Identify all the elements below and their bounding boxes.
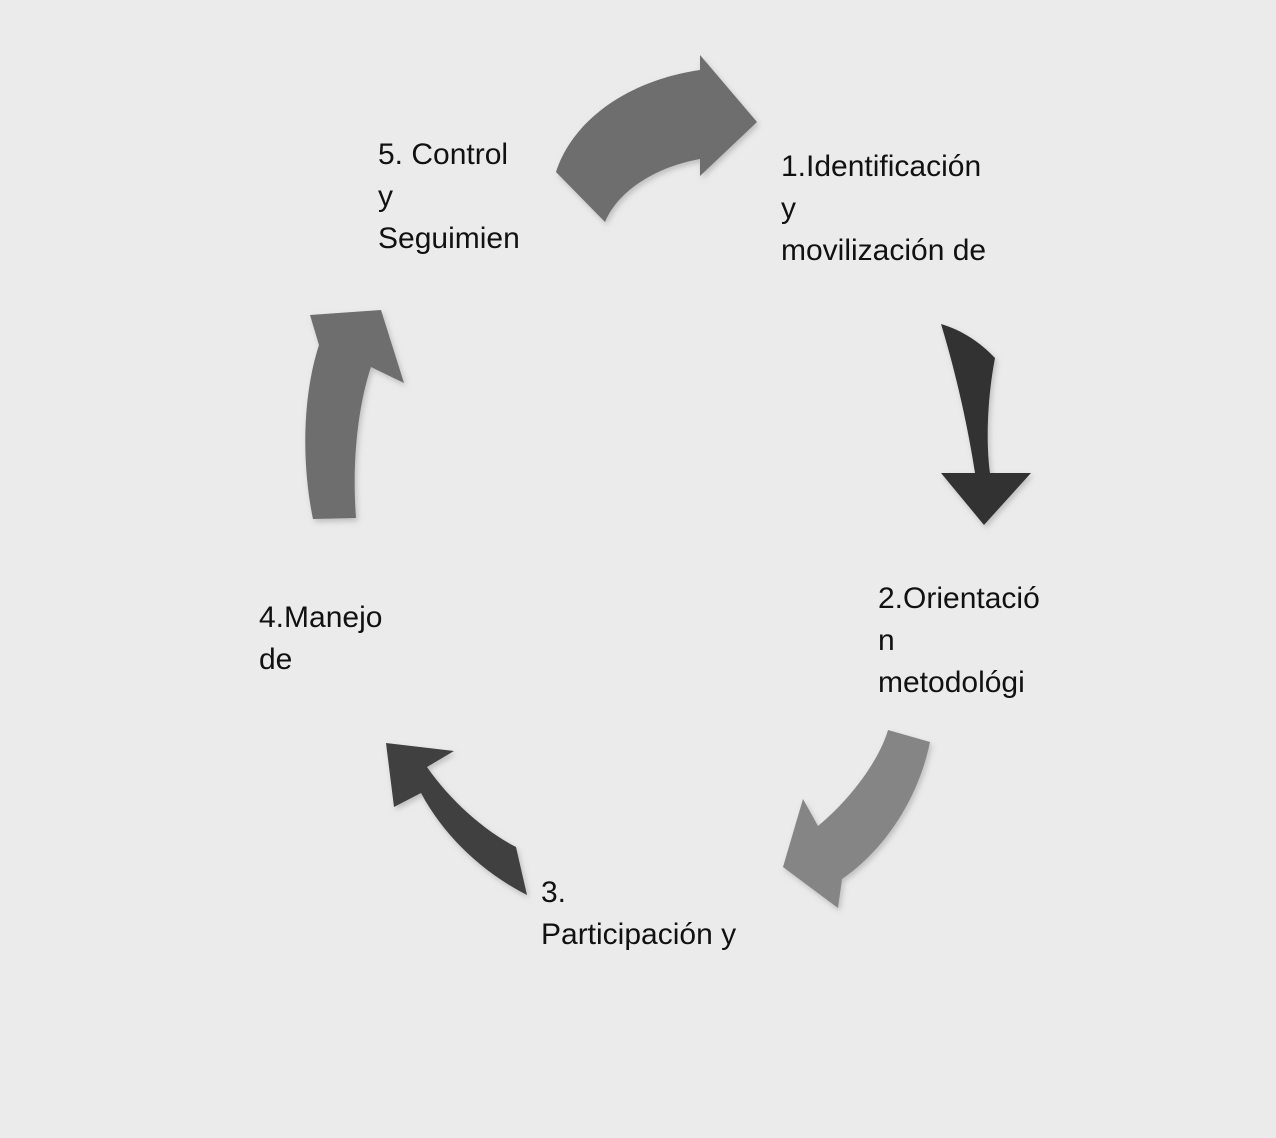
cycle-label-step-1: 1.Identificación y movilización de <box>781 150 987 267</box>
arrow-bottom-left <box>386 743 527 895</box>
arrow-right <box>941 324 1031 525</box>
cycle-label-step-5: 5. Control y Seguimien <box>378 138 520 255</box>
arrow-bottom-right <box>783 730 930 908</box>
arrow-left <box>305 310 404 519</box>
cycle-label-step-2: 2.Orientació n metodológi <box>878 582 1040 699</box>
arrow-top <box>556 55 757 222</box>
cycle-label-step-3: 3. Participación y <box>541 876 737 951</box>
cycle-label-step-4: 4.Manejo de <box>259 601 383 676</box>
